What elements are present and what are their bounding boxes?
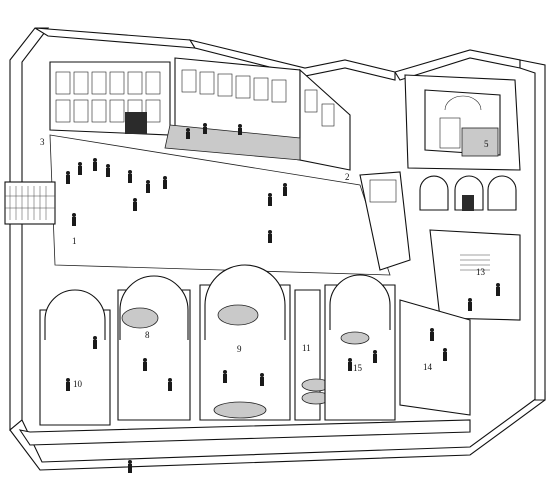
room-labels: 1 2 3 5 8 9 10 11 13 14 15 xyxy=(40,137,489,389)
room-3-label: 3 xyxy=(40,137,45,147)
room-2-label: 2 xyxy=(345,172,350,182)
courtyard xyxy=(4,57,411,276)
room-9-label: 9 xyxy=(237,344,242,354)
room-5-label: 5 xyxy=(484,139,489,149)
human-figures xyxy=(66,123,500,473)
upper-right-block xyxy=(404,74,521,211)
room-11-label: 11 xyxy=(302,343,311,353)
room-10-label: 10 xyxy=(73,379,83,389)
vaulted-halls xyxy=(18,264,471,446)
room-15-label: 15 xyxy=(353,363,363,373)
room-13-area xyxy=(429,229,521,321)
room-13-label: 13 xyxy=(476,267,486,277)
room-8-label: 8 xyxy=(145,330,150,340)
room-1-label: 1 xyxy=(72,236,77,246)
room-14-label: 14 xyxy=(423,362,433,372)
